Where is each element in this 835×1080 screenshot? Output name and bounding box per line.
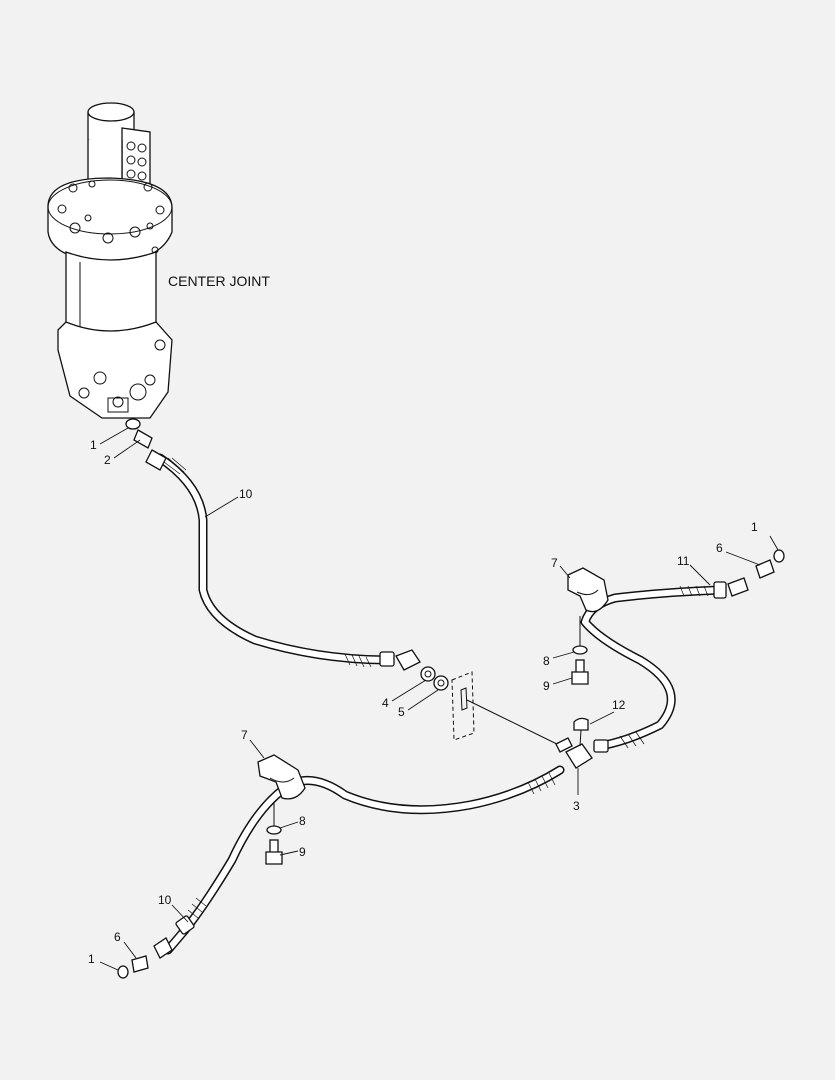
callout-6-left: 6 — [114, 930, 121, 944]
hose-11 — [580, 549, 785, 753]
callout-2: 2 — [104, 453, 111, 467]
leader-lines — [99, 427, 779, 971]
callout-7-right: 7 — [551, 556, 558, 570]
callout-5: 5 — [398, 705, 405, 719]
tee-fitting-3 — [555, 717, 593, 769]
mounting-plate — [451, 671, 566, 749]
center-joint-label: CENTER JOINT — [168, 273, 270, 289]
callout-8-right: 8 — [543, 654, 550, 668]
callout-12: 12 — [612, 698, 626, 712]
callout-3: 3 — [573, 799, 580, 813]
callout-9-left: 9 — [299, 845, 306, 859]
center-joint — [47, 102, 173, 419]
callout-7-left: 7 — [241, 728, 248, 742]
callout-1-center: 1 — [90, 438, 97, 452]
callout-11: 11 — [677, 554, 690, 568]
callout-6-right: 6 — [716, 541, 723, 555]
callout-1-left: 1 — [88, 952, 95, 966]
clamp-7-left — [257, 754, 306, 865]
hose-10-upper — [125, 418, 421, 671]
callout-10-upper: 10 — [239, 487, 253, 501]
fittings-4-5 — [420, 666, 449, 691]
callout-4: 4 — [382, 696, 389, 710]
callout-10-lower: 10 — [158, 893, 172, 907]
callout-1-right: 1 — [751, 520, 758, 534]
hose-10-lower — [117, 765, 565, 979]
callout-9-right: 9 — [543, 679, 550, 693]
callout-8-left: 8 — [299, 814, 306, 828]
clamp-7-right — [567, 567, 609, 685]
